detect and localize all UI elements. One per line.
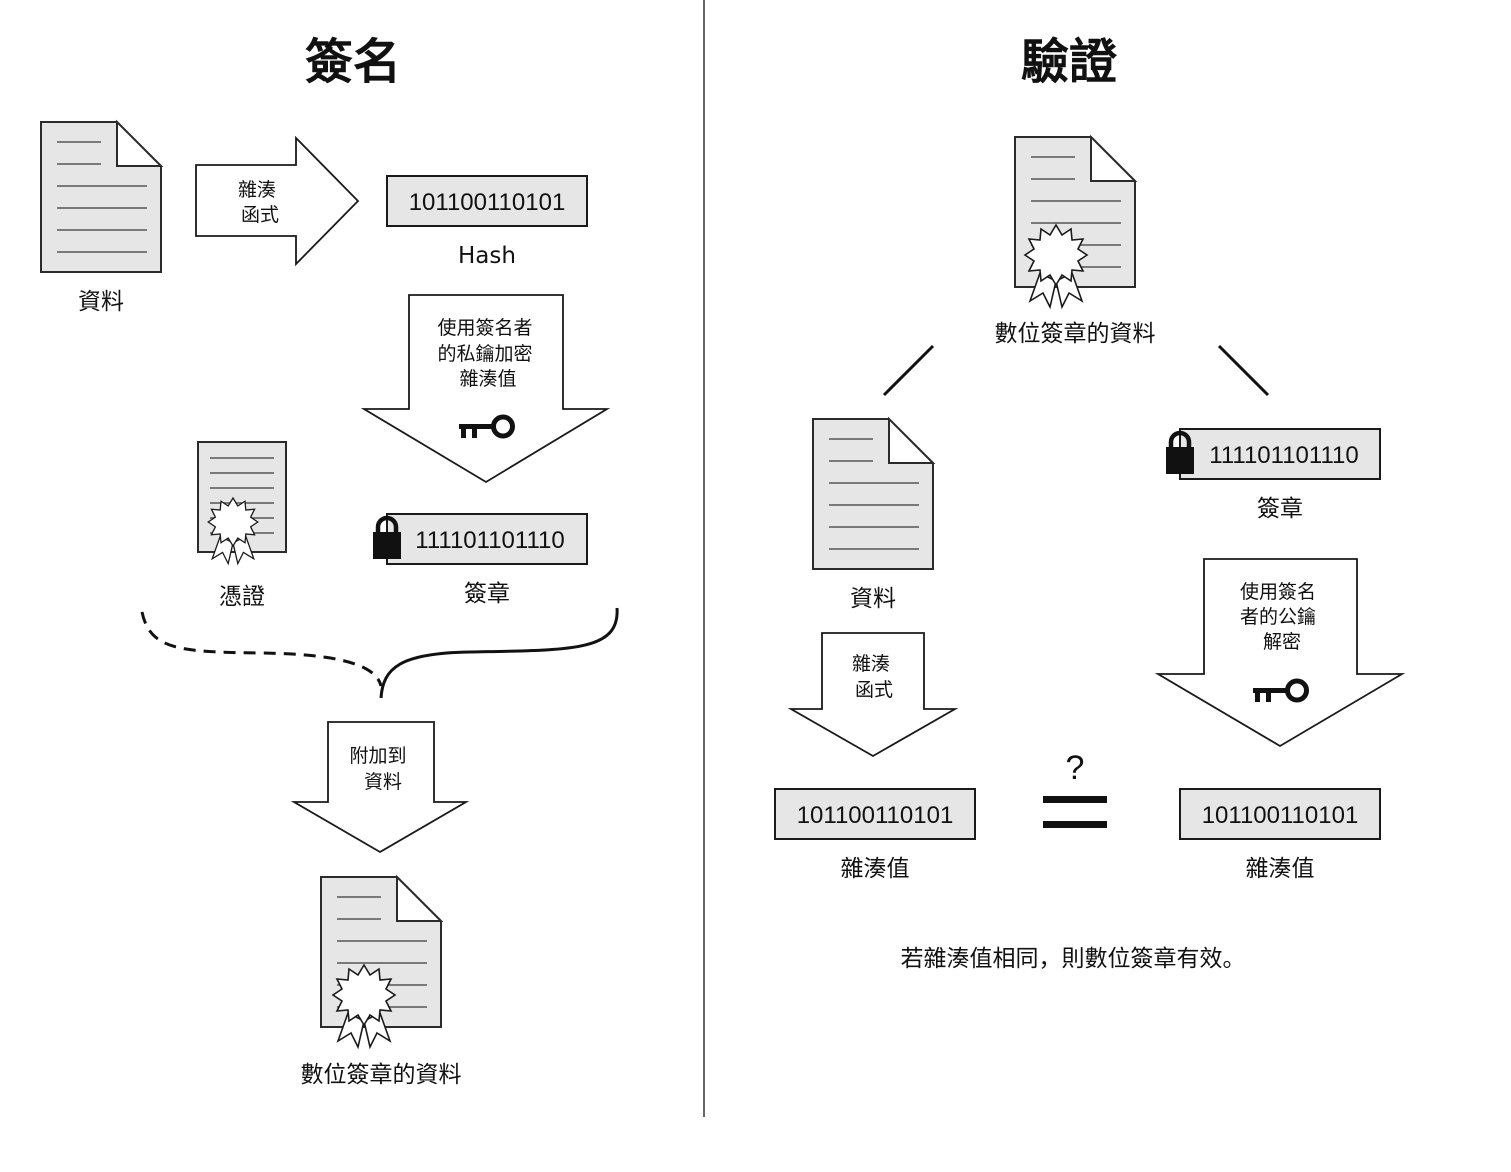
attach-arrow: 附加到 資料 [290,721,470,854]
verify-signature-value: 111101101110 [1209,442,1358,469]
verify-signature-box [1179,428,1381,480]
signature-caption: 簽章 [464,581,510,607]
verify-hash-function-label: 函式 [855,679,893,701]
verify-hash-function-label: 雜湊 [852,653,890,675]
signed-document-icon [320,876,442,1048]
conclusion-text: 若雜湊值相同，則數位簽章有效。 [901,946,1246,972]
split-line-right [1217,344,1270,397]
hash-right-caption: 雜湊值 [1246,856,1315,882]
attach-label: 附加到 [349,745,406,767]
equals-icon [1043,796,1107,828]
attach-label: 資料 [364,771,402,793]
hash-left-caption: 雜湊值 [841,856,910,882]
hash-right-value: 101100110101 [1202,802,1359,829]
decrypt-label: 者的公鑰 [1240,606,1316,628]
encrypt-arrow: 使用簽名者 的私鑰加密 雜湊值 [360,294,611,484]
hash-function-label: 函式 [241,204,279,226]
hash-right-box [1179,788,1381,840]
signature-value: 111101101110 [415,527,564,554]
certificate-label: 憑證 [219,584,265,610]
verify-hash-function-arrow: 雜湊 函式 [787,632,959,758]
encrypt-label: 使用簽名者 [437,317,532,339]
sign-heading: 簽名 [305,34,401,90]
encrypt-label: 的私鑰加密 [437,343,532,365]
certificate-icon [197,441,287,565]
document-icon [812,418,934,570]
verify-data-label: 資料 [850,586,896,612]
encrypt-label: 雜湊值 [459,368,516,390]
hash-left-value: 101100110101 [797,802,954,829]
certificate-connector [140,611,383,687]
signed-data-label: 數位簽章的資料 [301,1062,462,1088]
sign-data-label: 資料 [78,289,124,315]
hash-caption: Hash [458,243,516,269]
signature-connector [379,607,619,699]
decrypt-label: 解密 [1263,631,1301,653]
verify-signed-data-label: 數位簽章的資料 [995,321,1156,347]
hash-function-arrow: 雜湊 函式 [195,135,360,267]
compare-question-mark: ? [1066,749,1085,787]
decrypt-label: 使用簽名 [1240,581,1316,603]
split-line-left [882,344,935,397]
verify-signature-caption: 簽章 [1257,496,1303,522]
verify-heading: 驗證 [1021,34,1118,90]
hash-function-label: 雜湊 [238,179,276,201]
hash-value: 101100110101 [409,189,566,216]
decrypt-arrow: 使用簽名 者的公鑰 解密 [1154,558,1406,748]
document-icon [40,121,162,273]
hash-left-box [774,788,976,840]
signed-document-icon [1014,136,1136,308]
hash-value-box [386,175,588,227]
